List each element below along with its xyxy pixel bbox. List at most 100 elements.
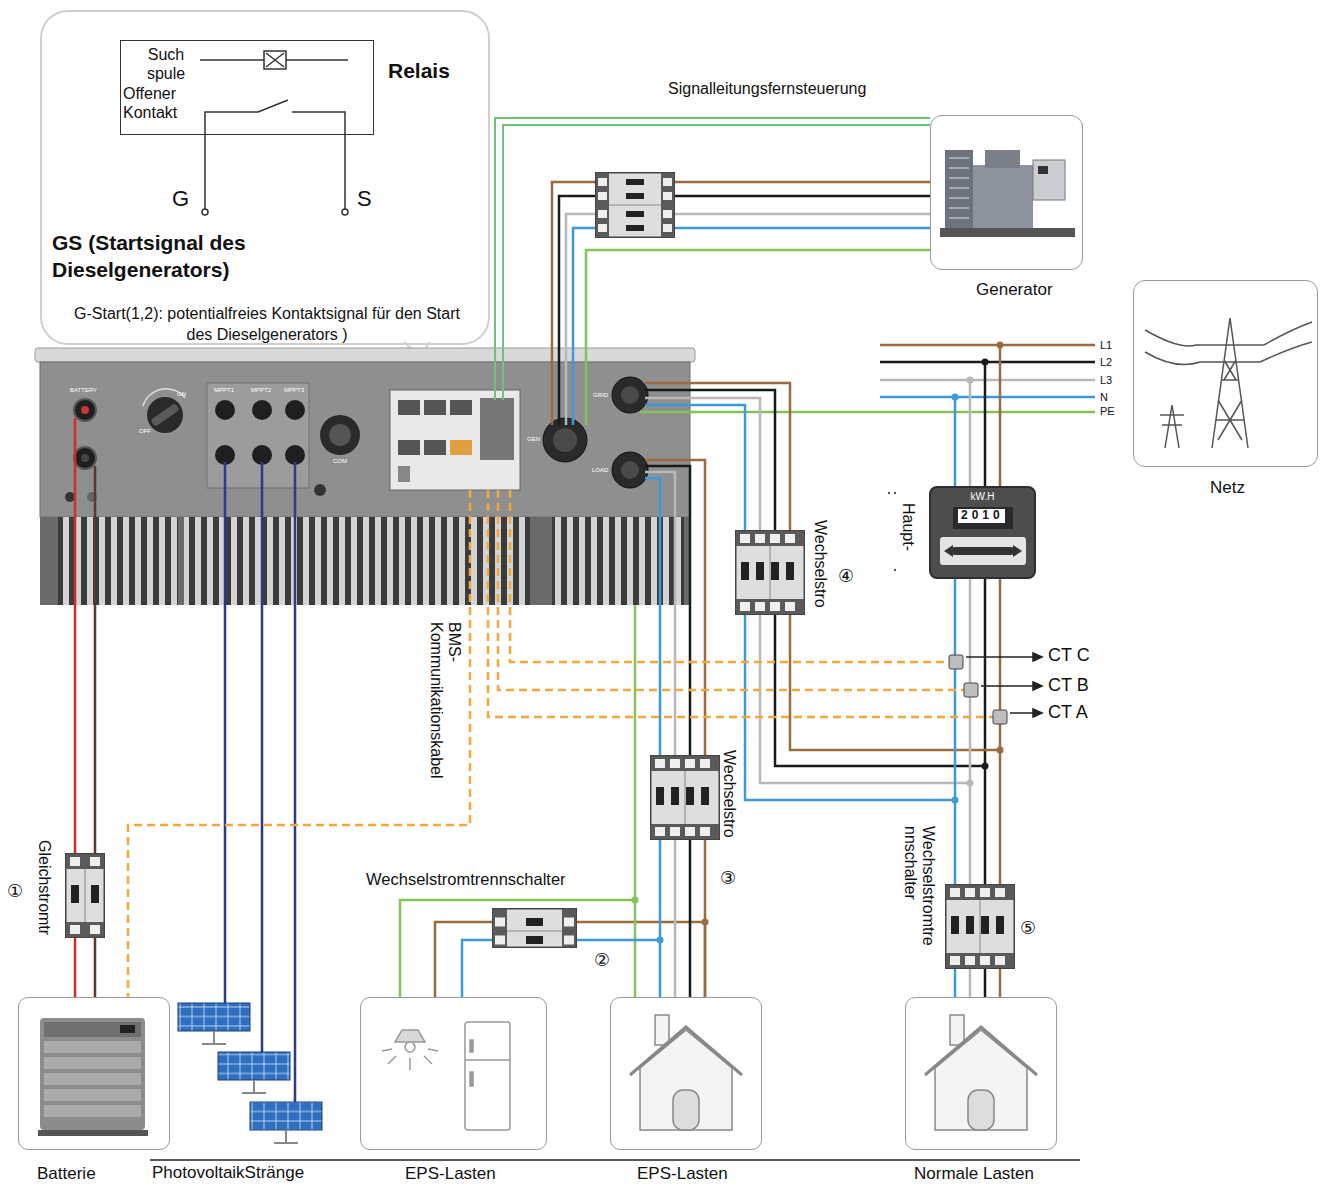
fridge-icon [470, 1072, 473, 1086]
meter-leader [894, 492, 896, 494]
generator-icon [973, 165, 1033, 228]
callout-number: ④ [838, 566, 854, 587]
relay-symbol [342, 209, 348, 215]
house-icon [925, 1027, 1037, 1075]
grid-bus [880, 344, 1095, 347]
pv-panel [202, 1031, 298, 1143]
relay-symbol [200, 51, 348, 215]
junction-dot [952, 394, 959, 401]
battery-icon [44, 1089, 141, 1101]
inverter-connectors [81, 454, 89, 462]
generator-wires [566, 214, 930, 425]
cable-label: BMS- Kommunikationskabel [426, 622, 463, 800]
inverter-connectors [285, 400, 305, 420]
junction-dot [967, 780, 974, 787]
generator-icon [1038, 166, 1048, 174]
terminal-name: S [357, 186, 372, 211]
communication-cable [498, 490, 964, 690]
battery-icon [44, 1105, 141, 1117]
fridge-icon [470, 1040, 473, 1052]
phase-label: N [1100, 391, 1108, 404]
baseline-rule [150, 1160, 1080, 1161]
ct-arrow [1010, 712, 1034, 714]
load-box: EPS-Lasten [360, 997, 547, 1150]
current-transformer [964, 683, 978, 697]
circuit-breaker [946, 885, 1015, 969]
callout-number: ② [594, 950, 610, 971]
generator-box: Generator [930, 115, 1083, 270]
load-wires [400, 345, 1000, 997]
ct-arrow [966, 653, 1042, 717]
power-pylon [1145, 322, 1312, 364]
port-label: BATTERY [70, 387, 97, 394]
junction-dot [657, 937, 664, 944]
junction-dot [952, 797, 959, 804]
generator-icon [1033, 160, 1065, 200]
ct-label: CT C [1048, 645, 1090, 666]
inverter-connectors [314, 484, 326, 496]
inverter-connectors [390, 390, 520, 490]
grid-bus [880, 379, 1095, 382]
inverter-connectors [621, 386, 639, 404]
current-transformer [949, 655, 963, 669]
battery-icon [120, 1025, 135, 1033]
inverter-connectors [424, 400, 446, 415]
port-label: GEN [527, 436, 540, 443]
circuit-breaker [596, 173, 675, 238]
inverter-body [40, 517, 690, 605]
inverter-connectors [424, 440, 446, 455]
inverter-connectors [252, 400, 272, 420]
junction-dot [997, 747, 1004, 754]
ct-arrow [981, 685, 1034, 687]
inverter-connectors [215, 400, 235, 420]
node-text: Offener Kontakt [123, 84, 197, 122]
junction-dot [967, 377, 974, 384]
ct-arrow [1033, 709, 1042, 717]
load-wires [634, 605, 637, 997]
part-label: Wechselstro [811, 520, 829, 608]
battery-box: Batterie [18, 997, 170, 1150]
grid-bus [640, 345, 1095, 412]
power-pylon [1160, 405, 1184, 448]
energy-meter [940, 537, 1026, 565]
ct-label: CT A [1048, 702, 1088, 723]
inverter-body [552, 517, 684, 605]
part-label: Wechselstromtrennschalter [366, 870, 566, 889]
part-label: Haupt- [899, 503, 917, 551]
inverter-connectors [398, 466, 410, 482]
port-label: GRID [593, 392, 608, 399]
relay-symbol [202, 209, 208, 215]
pv-panel [178, 1003, 250, 1031]
house-icon [630, 1027, 742, 1075]
battery-icon [44, 1057, 141, 1069]
grid-bus [640, 411, 1095, 414]
inverter-connectors [621, 461, 639, 479]
circuit-breaker [66, 173, 1015, 969]
port-label: OFF [139, 428, 151, 435]
house-icon [950, 1015, 964, 1045]
node-heading: Netz [1210, 478, 1245, 498]
lamp-icon [405, 1042, 415, 1052]
power-pylon [1196, 318, 1264, 448]
pv-wires [224, 462, 227, 1003]
junction-dot [702, 919, 709, 926]
power-pylon [1145, 318, 1312, 448]
ct-arrow [1033, 682, 1042, 690]
communication-cable [128, 490, 993, 997]
battery-icon [44, 1022, 141, 1037]
communication-cable [128, 490, 470, 997]
part-label: PhotovoltaikStränge [152, 1163, 304, 1183]
meter-leader [888, 492, 896, 571]
inverter-body [35, 348, 695, 605]
house-icon [630, 1015, 742, 1130]
circuit-breaker [493, 909, 577, 948]
pv-panel [218, 1052, 290, 1080]
load-box: Normale Lasten [905, 997, 1057, 1150]
node-text: Such spule [139, 45, 193, 83]
node-text: 2010 [958, 509, 1005, 523]
pv-wires [261, 462, 264, 1052]
inverter-connectors [150, 403, 179, 427]
battery-icon [44, 1073, 141, 1085]
inverter-connectors [320, 415, 360, 455]
port-label: MPPT2 [251, 387, 271, 394]
